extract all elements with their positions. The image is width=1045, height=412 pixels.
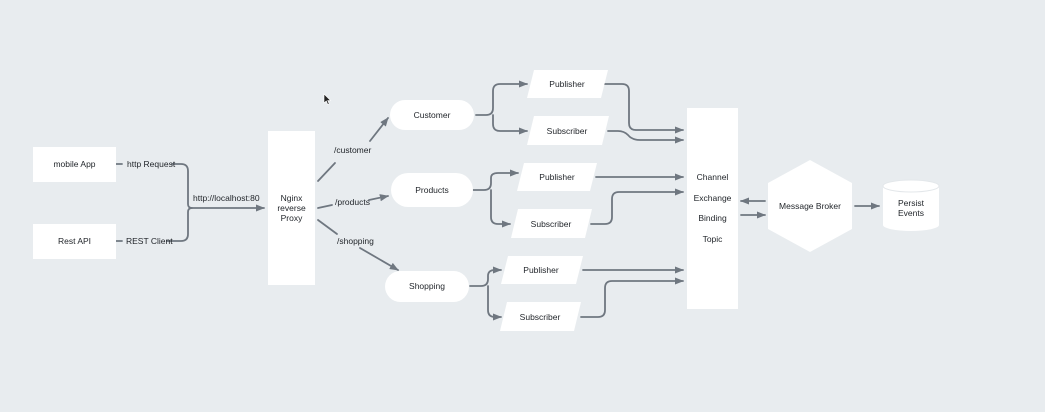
products-service-node: Products — [391, 173, 473, 207]
customer-route-label: /customer — [334, 145, 371, 155]
products-subscriber-node: Subscriber — [511, 209, 592, 238]
persist-events-line-1: Persist — [898, 198, 925, 208]
connector-customer-publisher — [475, 80, 528, 116]
customer-subscriber-node: Subscriber — [527, 116, 609, 145]
connector-products-route — [368, 194, 389, 202]
message-broker-label: Message Broker — [779, 201, 841, 211]
shopping-service-node: Shopping — [385, 271, 469, 302]
connector-products-subscriber — [490, 189, 511, 228]
connector-customer-subscriber-exchange — [607, 130, 684, 144]
connector-proxy-shopping — [317, 219, 338, 235]
customer-publisher-label: Publisher — [549, 79, 585, 89]
products-publisher-label: Publisher — [539, 172, 575, 182]
customer-service-label: Customer — [414, 110, 451, 120]
shopping-publisher-node: Publisher — [501, 256, 583, 284]
nginx-proxy-node: Nginx reverse Proxy — [268, 131, 315, 285]
connector-rest-client-merge — [166, 207, 193, 242]
message-broker-node: Message Broker — [768, 160, 852, 252]
customer-publisher-node: Publisher — [527, 70, 608, 98]
shopping-service-label: Shopping — [409, 281, 445, 291]
proxy-line-2: reverse — [277, 203, 306, 213]
products-service-label: Products — [415, 185, 449, 195]
customer-service-node: Customer — [390, 100, 474, 130]
exchange-exchange-label: Exchange — [694, 193, 732, 203]
connector-shopping-publisher — [469, 266, 502, 287]
connector-products-publisher — [472, 169, 519, 191]
exchange-topic-label: Topic — [703, 234, 724, 244]
products-publisher-node: Publisher — [517, 163, 597, 191]
connector-proxy-customer — [317, 162, 336, 182]
products-subscriber-label: Subscriber — [531, 219, 572, 229]
rest-api-node: Rest API — [33, 224, 116, 259]
persist-events-node: Persist Events — [882, 179, 940, 231]
rest-client-label: REST Client — [126, 236, 173, 246]
exchange-node: Channel Exchange Binding Topic — [687, 108, 738, 309]
connector-proxy-products — [317, 204, 333, 209]
persist-events-line-2: Events — [898, 208, 924, 218]
rest-api-label: Rest API — [58, 236, 91, 246]
connector-customer-route — [369, 117, 389, 142]
connector-customer-subscriber — [492, 114, 528, 135]
shopping-publisher-label: Publisher — [523, 265, 559, 275]
customer-subscriber-label: Subscriber — [547, 126, 588, 136]
connector-shopping-subscriber — [487, 285, 502, 321]
http-request-label: http Request — [127, 159, 176, 169]
mouse-pointer-icon — [323, 93, 332, 105]
persist-events-top — [882, 179, 940, 193]
proxy-line-3: Proxy — [281, 213, 303, 223]
mobile-app-node: mobile App — [33, 147, 116, 182]
connectors — [115, 80, 880, 321]
products-route-label: /products — [335, 197, 370, 207]
localhost-label: http://localhost:80 — [193, 193, 260, 203]
connector-shopping-subscriber-exchange — [580, 277, 684, 318]
shopping-route-label: /shopping — [337, 236, 374, 246]
mobile-app-label: mobile App — [53, 159, 95, 169]
exchange-binding-label: Binding — [698, 213, 727, 223]
proxy-line-1: Nginx — [281, 193, 303, 203]
connector-customer-publisher-exchange — [602, 83, 684, 134]
connector-shopping-route — [359, 247, 399, 271]
exchange-channel-label: Channel — [697, 172, 729, 182]
connector-products-subscriber-exchange — [590, 188, 684, 225]
shopping-subscriber-label: Subscriber — [520, 312, 561, 322]
shopping-subscriber-node: Subscriber — [500, 302, 581, 331]
